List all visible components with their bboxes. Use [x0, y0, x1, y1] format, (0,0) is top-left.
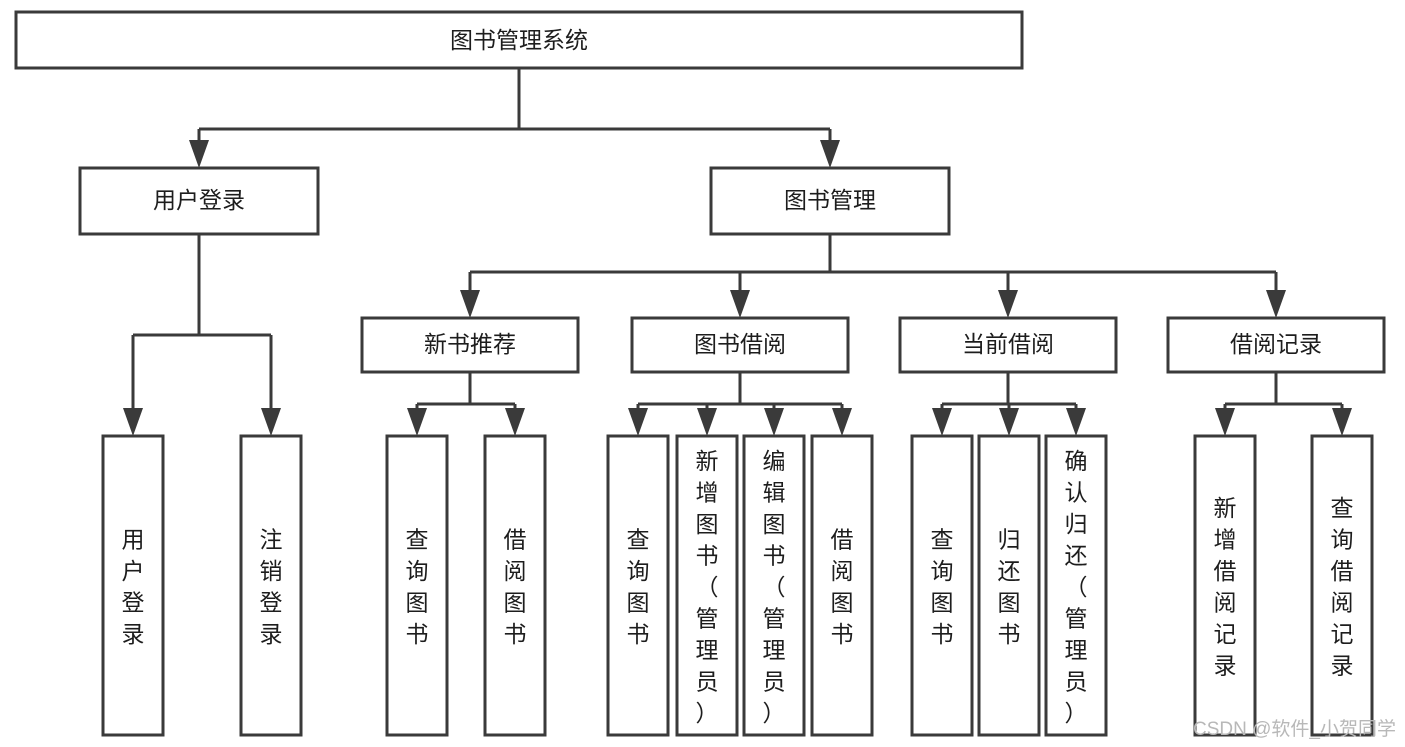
- arrow-head-leaf-logout: [261, 408, 281, 436]
- node-root-box[interactable]: [14, 10, 1024, 70]
- node-borrow-record-label: 借阅记录: [1230, 331, 1322, 357]
- node-leaf-bb-query-book-label: 查询图书: [627, 527, 650, 648]
- node-borrow-record[interactable]: 借阅记录: [1166, 316, 1386, 374]
- node-leaf-bb-add-book-label: 新增图书（管理员）: [696, 448, 719, 726]
- node-leaf-nb-query-book-label: 查询图书: [406, 527, 429, 648]
- node-book-borrow[interactable]: 图书借阅: [630, 316, 850, 374]
- node-user-login-box[interactable]: [78, 166, 320, 236]
- node-leaf-bb-query-book-box[interactable]: [606, 434, 670, 737]
- csdn-watermark: CSDN @软件_小贺同学: [1193, 718, 1396, 740]
- arrow-head-leaf-user-login: [123, 408, 143, 436]
- arrow-head-nb-leaf-2: [505, 408, 525, 436]
- arrow-head-borrow-record: [1266, 290, 1286, 318]
- node-leaf-bb-add-book-box[interactable]: [675, 434, 739, 737]
- arrow-head-user-login: [189, 140, 209, 168]
- node-borrow-record-box[interactable]: [1166, 316, 1386, 374]
- node-leaf-bb-borrow-book[interactable]: 借阅图书: [810, 434, 874, 737]
- arrow-head-bb-leaf-1: [628, 408, 648, 436]
- node-leaf-bb-add-book[interactable]: 新增图书（管理员）: [675, 434, 739, 737]
- node-current-borrow-box[interactable]: [898, 316, 1118, 374]
- node-leaf-bb-borrow-book-box[interactable]: [810, 434, 874, 737]
- node-book-borrow-box[interactable]: [630, 316, 850, 374]
- node-leaf-logout-box[interactable]: [239, 434, 303, 737]
- node-leaf-br-query-record-label: 查询借阅记录: [1331, 495, 1354, 679]
- arrow-head-new-book: [460, 290, 480, 318]
- node-leaf-nb-query-book[interactable]: 查询图书: [385, 434, 449, 737]
- node-new-book-recommend[interactable]: 新书推荐: [360, 316, 580, 374]
- node-leaf-cb-return-book[interactable]: 归还图书: [977, 434, 1041, 737]
- node-user-login-label: 用户登录: [153, 187, 245, 213]
- node-leaf-br-query-record-box[interactable]: [1310, 434, 1374, 737]
- node-book-management[interactable]: 图书管理: [709, 166, 951, 236]
- arrow-head-cb-leaf-1: [932, 408, 952, 436]
- arrow-head-book-borrow: [730, 290, 750, 318]
- node-leaf-cb-confirm-return-box[interactable]: [1044, 434, 1108, 737]
- arrow-head-cb-leaf-3: [1066, 408, 1086, 436]
- node-leaf-bb-edit-book-box[interactable]: [742, 434, 806, 737]
- node-leaf-br-add-record-label: 新增借阅记录: [1214, 495, 1237, 679]
- node-current-borrow[interactable]: 当前借阅: [898, 316, 1118, 374]
- node-leaf-nb-borrow-book-box[interactable]: [483, 434, 547, 737]
- node-new-book-recommend-box[interactable]: [360, 316, 580, 374]
- node-user-login[interactable]: 用户登录: [78, 166, 320, 236]
- node-leaf-user-login-box[interactable]: [101, 434, 165, 737]
- node-leaf-cb-return-book-box[interactable]: [977, 434, 1041, 737]
- arrow-head-bb-leaf-4: [832, 408, 852, 436]
- node-book-borrow-label: 图书借阅: [694, 331, 786, 357]
- node-leaf-user-login[interactable]: 用户登录: [101, 434, 165, 737]
- arrow-head-br-leaf-2: [1332, 408, 1352, 436]
- node-leaf-nb-borrow-book-label: 借阅图书: [504, 527, 527, 648]
- node-leaf-br-query-record[interactable]: 查询借阅记录: [1310, 434, 1374, 737]
- node-leaf-cb-confirm-return-label: 确认归还（管理员）: [1065, 448, 1088, 726]
- node-leaf-logout[interactable]: 注销登录: [239, 434, 303, 737]
- arrow-head-bb-leaf-3: [764, 408, 784, 436]
- node-leaf-logout-label: 注销登录: [260, 527, 283, 648]
- node-book-management-box[interactable]: [709, 166, 951, 236]
- connector-layer: [123, 68, 1352, 436]
- node-leaf-bb-edit-book-label: 编辑图书（管理员）: [763, 448, 786, 726]
- arrow-head-current-borrow: [998, 290, 1018, 318]
- arrow-head-cb-leaf-2: [999, 408, 1019, 436]
- node-leaf-bb-query-book[interactable]: 查询图书: [606, 434, 670, 737]
- node-current-borrow-label: 当前借阅: [962, 331, 1054, 357]
- arrow-head-book-manage: [820, 140, 840, 168]
- arrow-head-nb-leaf-1: [407, 408, 427, 436]
- node-leaf-bb-edit-book[interactable]: 编辑图书（管理员）: [742, 434, 806, 737]
- node-leaf-bb-borrow-book-label: 借阅图书: [831, 527, 854, 648]
- node-leaf-cb-query-book-box[interactable]: [910, 434, 974, 737]
- node-leaf-br-add-record-box[interactable]: [1193, 434, 1257, 737]
- node-leaf-br-add-record[interactable]: 新增借阅记录: [1193, 434, 1257, 737]
- node-leaf-cb-query-book[interactable]: 查询图书: [910, 434, 974, 737]
- node-new-book-recommend-label: 新书推荐: [424, 331, 516, 357]
- node-leaf-cb-confirm-return[interactable]: 确认归还（管理员）: [1044, 434, 1108, 737]
- node-book-management-label: 图书管理: [784, 187, 876, 213]
- node-leaf-user-login-label: 用户登录: [122, 527, 145, 648]
- node-leaf-nb-query-book-box[interactable]: [385, 434, 449, 737]
- arrow-head-bb-leaf-2: [697, 408, 717, 436]
- arrow-head-br-leaf-1: [1215, 408, 1235, 436]
- node-root-label: 图书管理系统: [450, 27, 588, 53]
- node-leaf-cb-query-book-label: 查询图书: [931, 527, 954, 648]
- node-root-book-management-system[interactable]: 图书管理系统: [14, 10, 1024, 70]
- node-leaf-nb-borrow-book[interactable]: 借阅图书: [483, 434, 547, 737]
- node-leaf-cb-return-book-label: 归还图书: [998, 527, 1021, 648]
